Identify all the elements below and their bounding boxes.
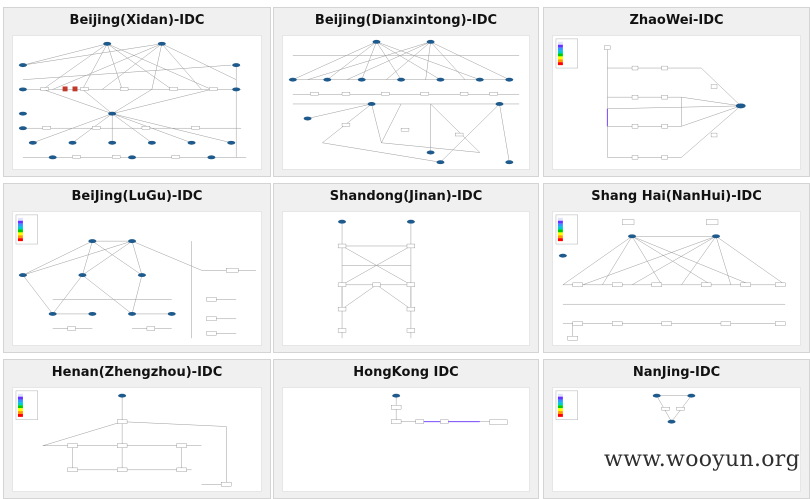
network-weathermap-thumbnail[interactable] <box>552 35 801 170</box>
map-card-title[interactable]: ZhaoWei-IDC <box>629 13 724 28</box>
map-card-beijing-lugu[interactable]: BeiJing(LuGu)-IDC <box>3 183 271 353</box>
network-weathermap-thumbnail[interactable] <box>282 387 530 492</box>
map-card-beijing-dianxintong[interactable]: Beijing(Dianxintong)-IDC <box>273 7 539 177</box>
network-topology-graph <box>337 219 416 339</box>
network-topology-graph <box>555 214 786 341</box>
network-topology-graph <box>15 390 232 487</box>
map-card-title[interactable]: Henan(Zhengzhou)-IDC <box>51 365 223 380</box>
network-weathermap-thumbnail[interactable] <box>552 387 801 492</box>
traffic-load-legend <box>555 214 578 245</box>
map-card-title[interactable]: NanJing-IDC <box>632 365 721 380</box>
network-topology-graph <box>18 41 247 160</box>
map-card-title[interactable]: Shandong(Jinan)-IDC <box>329 189 483 204</box>
map-card-shandong-jinan[interactable]: Shandong(Jinan)-IDC <box>273 183 539 353</box>
network-weathermap-thumbnail[interactable] <box>282 211 530 346</box>
network-topology-graph <box>555 390 696 424</box>
network-topology-graph <box>288 39 520 165</box>
traffic-load-legend <box>15 214 38 245</box>
traffic-load-legend <box>555 390 578 420</box>
network-weathermap-thumbnail[interactable] <box>552 211 801 346</box>
map-card-zhaowei[interactable]: ZhaoWei-IDC <box>543 7 810 177</box>
traffic-load-legend <box>555 38 578 69</box>
traffic-load-legend <box>15 390 38 420</box>
map-card-beijing-xidan[interactable]: Beijing(Xidan)-IDC <box>3 7 271 177</box>
map-card-title[interactable]: Beijing(Xidan)-IDC <box>69 13 205 28</box>
network-topology-graph <box>391 393 508 425</box>
map-card-hongkong[interactable]: HongKong IDC <box>273 359 539 499</box>
map-card-title[interactable]: BeiJing(LuGu)-IDC <box>71 189 203 204</box>
network-weathermap-thumbnail[interactable] <box>12 387 262 492</box>
map-card-nanjing[interactable]: NanJing-IDC <box>543 359 810 499</box>
map-card-shanghai-nanhui[interactable]: Shang Hai(NanHui)-IDC <box>543 183 810 353</box>
network-topology-graph <box>15 214 257 339</box>
network-weathermap-thumbnail[interactable] <box>12 211 262 346</box>
map-card-henan-zhengzhou[interactable]: Henan(Zhengzhou)-IDC <box>3 359 271 499</box>
map-card-title[interactable]: Beijing(Dianxintong)-IDC <box>314 13 498 28</box>
network-weathermap-thumbnail[interactable] <box>282 35 530 170</box>
network-topology-graph <box>555 38 746 160</box>
map-card-title[interactable]: Shang Hai(NanHui)-IDC <box>591 189 762 204</box>
site-watermark: www.wooyun.org <box>603 447 800 472</box>
map-card-title[interactable]: HongKong IDC <box>353 365 459 380</box>
network-weathermap-thumbnail[interactable] <box>12 35 262 170</box>
